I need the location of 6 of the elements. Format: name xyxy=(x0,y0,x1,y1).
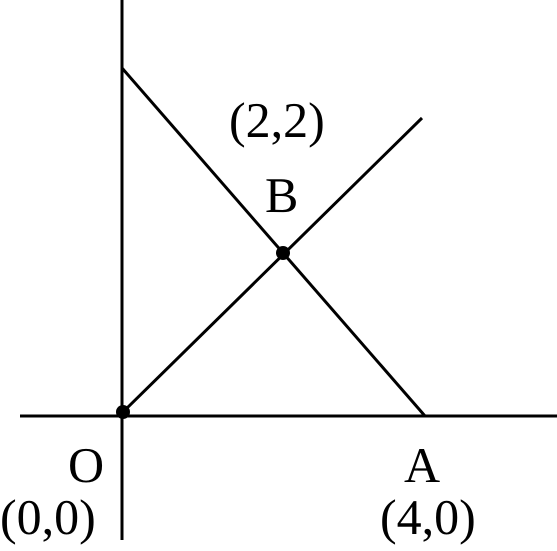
point-label: A xyxy=(404,440,440,490)
coordinate-label: (0,0) xyxy=(0,492,96,542)
point-label: B xyxy=(265,170,298,220)
coordinate-label: (4,0) xyxy=(380,492,476,542)
point-label: O xyxy=(68,440,104,490)
coordinate-label: (2,2) xyxy=(229,95,325,145)
